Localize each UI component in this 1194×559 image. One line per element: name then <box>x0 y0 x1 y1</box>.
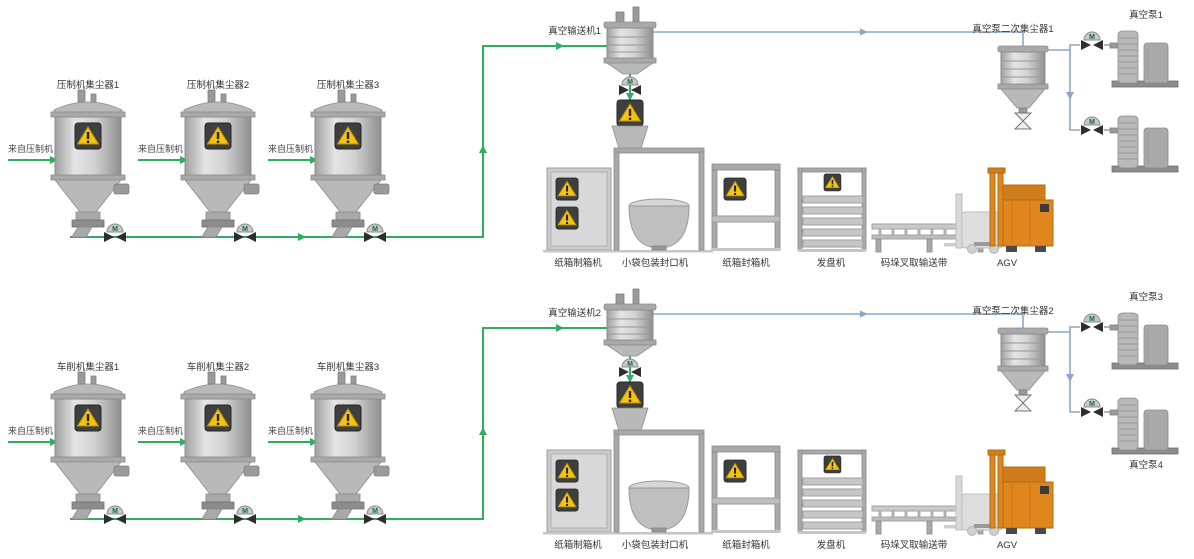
press-line-labels: 压制机集尘器1 压制机集尘器2 压制机集尘器3 来自压制机 来自压制机 来自压制… <box>8 9 1163 269</box>
secondary-collector-label: 真空泵二次集尘器1 <box>972 23 1053 35</box>
source-label: 来自压制机 <box>268 143 313 154</box>
secondary-collector-label: 真空泵二次集尘器2 <box>972 305 1053 317</box>
bag-packer-label: 小袋包装封口机 <box>622 539 689 551</box>
pallet-conveyor-label: 码垛叉取输送带 <box>881 257 948 269</box>
source-label: 来自压制机 <box>8 425 53 436</box>
pump-upper-label: 真空泵3 <box>1129 291 1163 303</box>
pallet-dispenser-label: 发盘机 <box>817 539 846 551</box>
source-label: 来自压制机 <box>138 425 183 436</box>
pallet-conveyor-label: 码垛叉取输送带 <box>881 539 948 551</box>
lathe-line-graphics <box>8 289 1178 536</box>
vacuum-conveyor-label: 真空输送机2 <box>548 307 601 319</box>
carton-maker-label: 纸箱制箱机 <box>554 539 602 551</box>
collector-3-label: 车削机集尘器3 <box>317 361 379 373</box>
carton-sealer-label: 纸箱封箱机 <box>722 539 770 551</box>
lathe-line-labels: 车削机集尘器1 车削机集尘器2 车削机集尘器3 来自压制机 来自压制机 来自压制… <box>8 291 1163 551</box>
collector-1-label: 压制机集尘器1 <box>57 79 119 91</box>
agv-label: AGV <box>997 258 1018 269</box>
collector-3-label: 压制机集尘器3 <box>317 79 379 91</box>
agv-label: AGV <box>997 540 1018 551</box>
collector-2-label: 车削机集尘器2 <box>187 361 249 373</box>
bag-packer-label: 小袋包装封口机 <box>622 257 689 269</box>
collector-1-label: 车削机集尘器1 <box>57 361 119 373</box>
press-line-graphics <box>8 7 1178 254</box>
pump-lower-label: 真空泵4 <box>1129 459 1163 471</box>
carton-sealer-label: 纸箱封箱机 <box>722 257 770 269</box>
source-label: 来自压制机 <box>8 143 53 154</box>
source-label: 来自压制机 <box>268 425 313 436</box>
pump-upper-label: 真空泵1 <box>1129 9 1163 21</box>
source-label: 来自压制机 <box>138 143 183 154</box>
pallet-dispenser-label: 发盘机 <box>817 257 846 269</box>
collector-2-label: 压制机集尘器2 <box>187 79 249 91</box>
vacuum-conveyor-label: 真空输送机1 <box>548 25 601 37</box>
carton-maker-label: 纸箱制箱机 <box>554 257 602 269</box>
